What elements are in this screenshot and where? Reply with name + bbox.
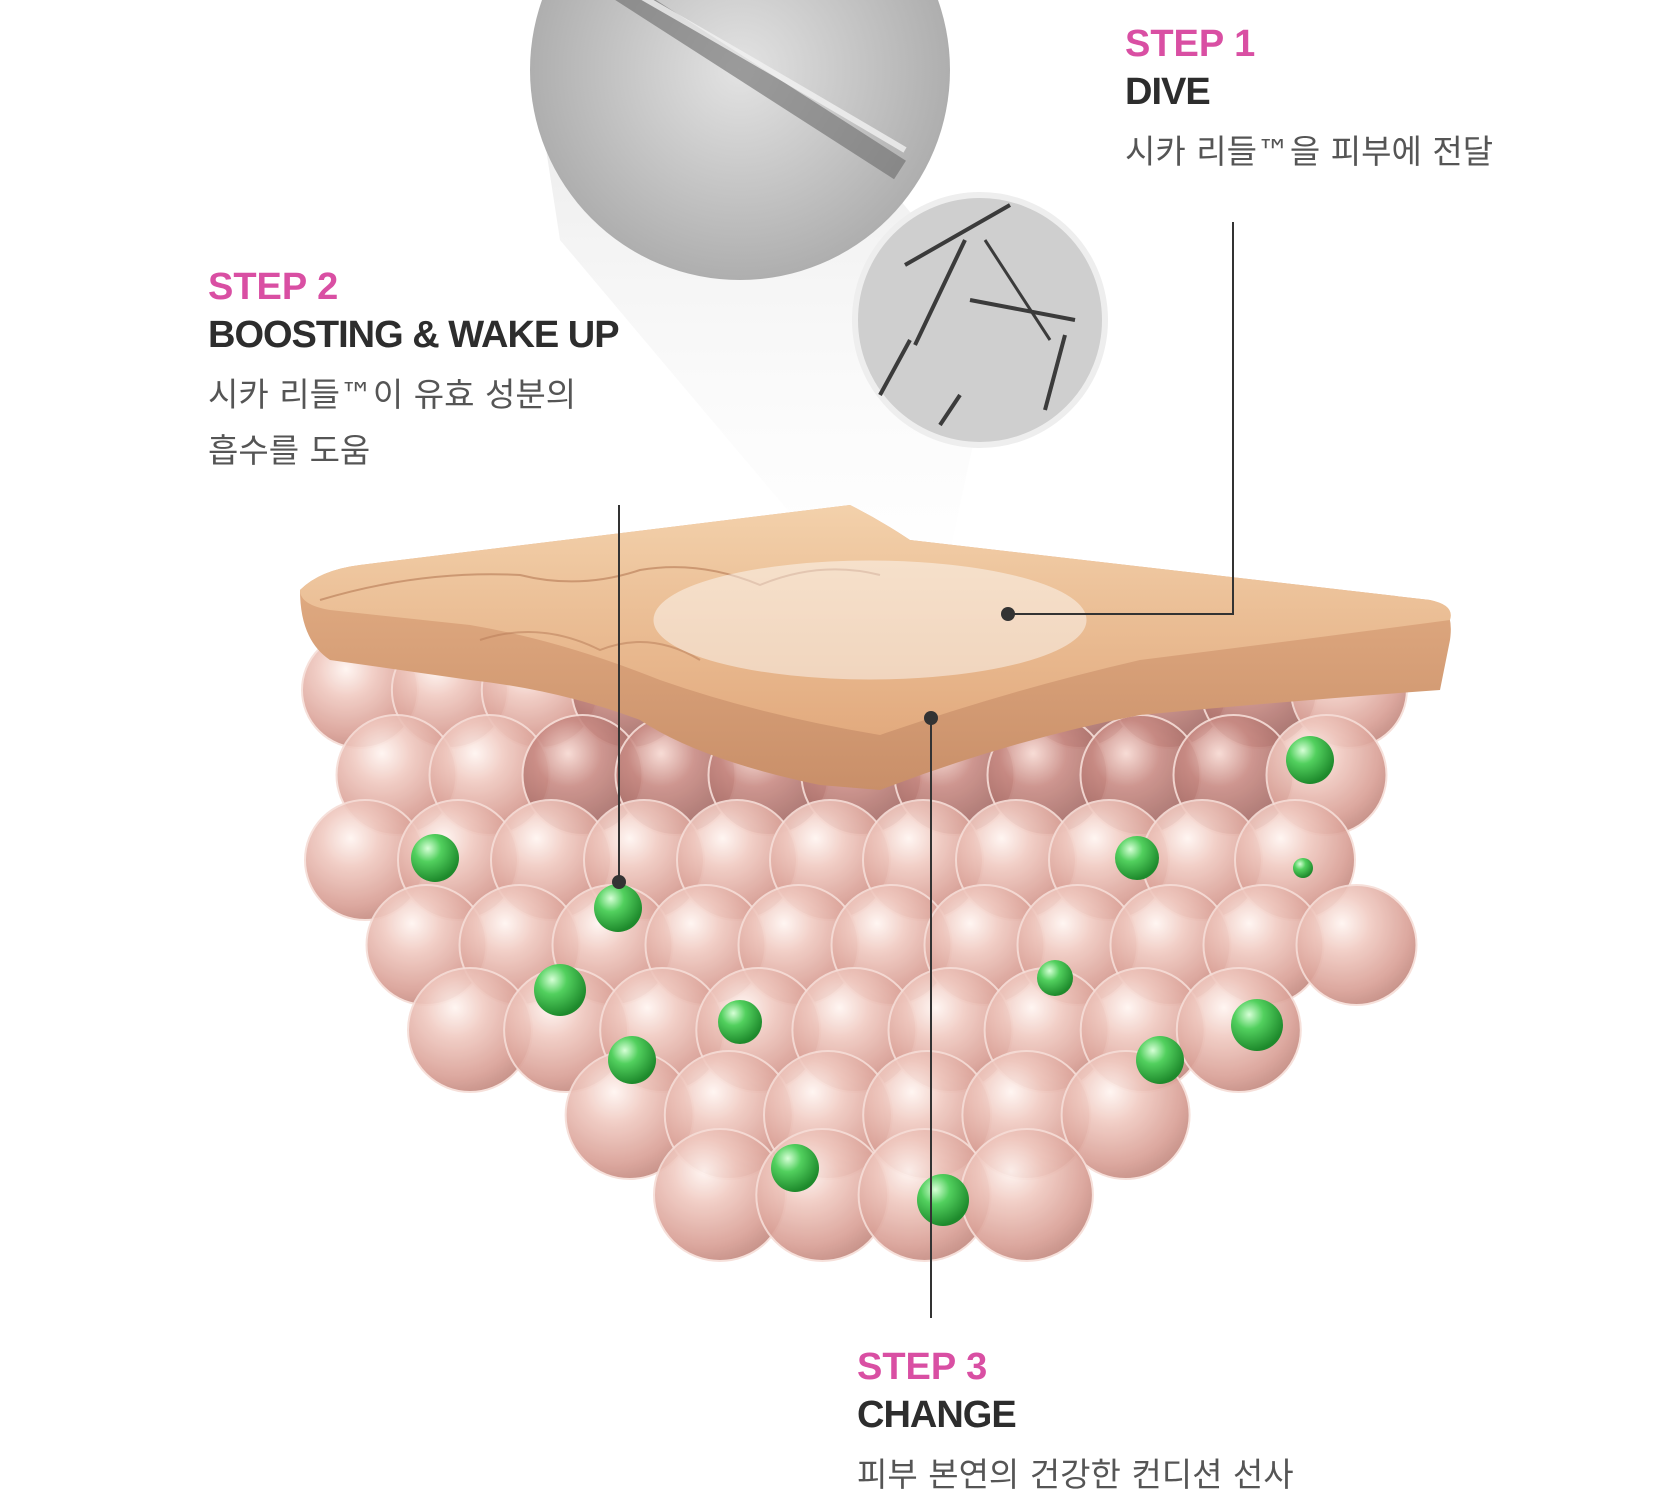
skin-surface-layer <box>300 505 1451 790</box>
green-ingredient-sphere <box>917 1174 969 1226</box>
skin-cell-block <box>301 631 1418 1262</box>
green-ingredient-sphere <box>534 964 586 1016</box>
green-ingredient-sphere <box>1231 999 1283 1051</box>
step-3-callout: STEP 3 CHANGE 피부 본연의 건강한 컨디션 선사 <box>857 1345 1294 1503</box>
green-ingredient-sphere <box>1037 960 1073 996</box>
green-ingredient-sphere <box>594 884 642 932</box>
skin-cell <box>959 1128 1094 1262</box>
step-2-title: BOOSTING & WAKE UP <box>208 314 620 356</box>
step3-leader <box>924 711 938 1318</box>
step-3-title: CHANGE <box>857 1394 1017 1436</box>
step-2-number: STEP 2 <box>208 266 339 308</box>
step1-leader <box>1001 222 1234 621</box>
green-ingredient-sphere <box>1115 836 1159 880</box>
step-3-number: STEP 3 <box>857 1346 988 1388</box>
green-ingredient-sphere <box>1286 736 1334 784</box>
green-ingredient-sphere <box>608 1036 656 1084</box>
step-2-description: 시카 리들™이 유효 성분의 흡수를 도움 <box>208 375 577 470</box>
active-ingredient-group <box>411 736 1334 1226</box>
green-ingredient-sphere <box>771 1144 819 1192</box>
step-2-callout: STEP 2 BOOSTING & WAKE UP 시카 리들™이 유효 성분의… <box>208 265 620 479</box>
step-1-description: 시카 리들™을 피부에 전달 <box>1125 132 1494 171</box>
green-ingredient-sphere <box>1136 1036 1184 1084</box>
step-3-description: 피부 본연의 건강한 컨디션 선사 <box>857 1455 1294 1494</box>
magnified-needle-circle <box>530 0 950 280</box>
skin-cell <box>1295 884 1418 1006</box>
step-1-title: DIVE <box>1125 71 1211 113</box>
green-ingredient-sphere <box>1293 858 1313 878</box>
step-1-number: STEP 1 <box>1125 23 1256 65</box>
needle-cluster-circle <box>852 192 1108 448</box>
green-ingredient-sphere <box>411 834 459 882</box>
step-1-callout: STEP 1 DIVE 시카 리들™을 피부에 전달 <box>1125 22 1493 180</box>
green-ingredient-sphere <box>718 1000 762 1044</box>
step2-leader <box>612 505 626 889</box>
